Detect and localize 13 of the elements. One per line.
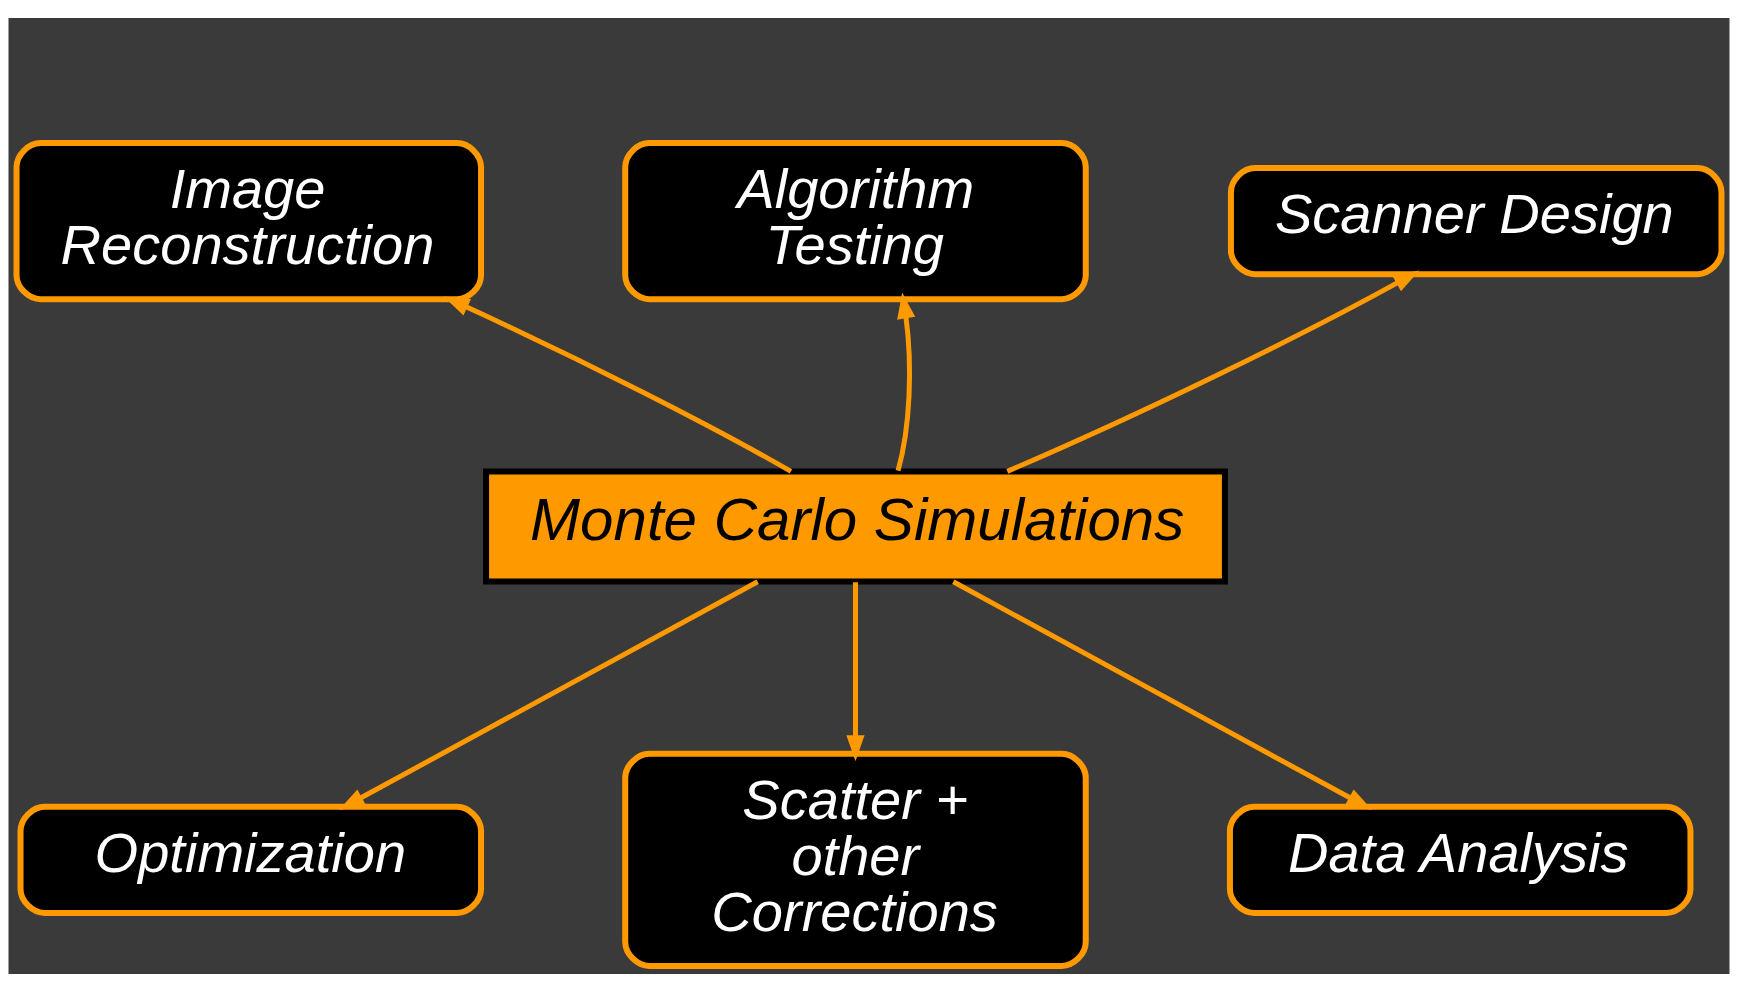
node-box: Image Reconstruction (13, 139, 485, 302)
arrow (1006, 270, 1420, 474)
node-box: Algorithm Testing (622, 139, 1089, 302)
node-box: Data Analysis (1226, 803, 1694, 916)
node-box: Scatter + other Corrections (622, 750, 1089, 969)
arrow (443, 295, 793, 474)
node-box: Scanner Design (1227, 164, 1725, 277)
arrow (895, 291, 916, 471)
node-box: Monte Carlo Simulations (483, 467, 1228, 585)
node-box: Optimization (17, 803, 485, 916)
arrow (338, 579, 759, 810)
arrow (846, 581, 865, 761)
arrow (952, 579, 1373, 810)
